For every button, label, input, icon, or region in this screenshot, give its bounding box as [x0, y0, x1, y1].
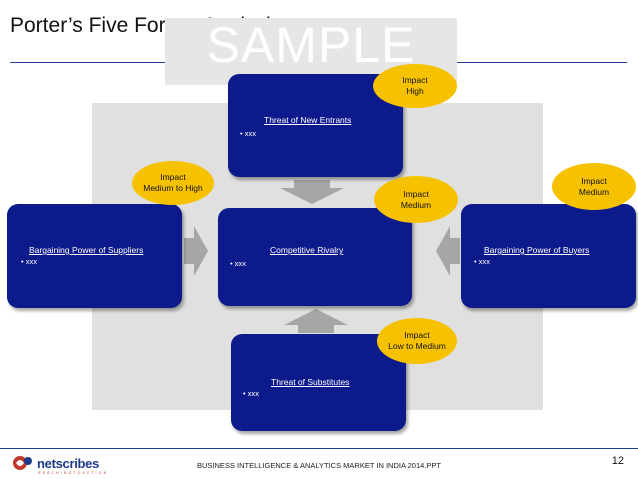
footer-rule — [0, 448, 638, 449]
force-box-buyers: Bargaining Power of Buyers • xxx — [461, 204, 636, 308]
impact-label: Impact — [581, 175, 607, 186]
force-bullet: • xxx — [474, 257, 490, 266]
force-bullet: • xxx — [230, 259, 246, 268]
impact-label: Impact — [404, 330, 430, 340]
netscribes-logo-icon — [13, 456, 32, 470]
watermark-text: SAMPLE — [206, 17, 416, 73]
arrow-right-icon — [184, 226, 208, 276]
impact-value: Medium to High — [143, 183, 203, 193]
impact-bubble-suppliers: Impact Medium to High — [132, 161, 214, 205]
impact-bubble-new-entrants: Impact High — [373, 64, 457, 108]
impact-bubble-substitutes: Impact Low to Medium — [377, 318, 457, 364]
force-title: Competitive Rivalry — [270, 245, 344, 255]
impact-value: Low to Medium — [388, 341, 446, 351]
page-number: 12 — [611, 455, 624, 467]
impact-bubble-buyers: Impact Medium — [552, 163, 636, 210]
force-bullet: • xxx — [240, 129, 256, 138]
force-title: Threat of Substitutes — [271, 377, 350, 387]
logo-tagline: R E A C H I N G T O A C T I O N — [38, 471, 107, 475]
impact-label: Impact — [160, 172, 186, 182]
footer-text: BUSINESS INTELLIGENCE & ANALYTICS MARKET… — [197, 461, 441, 470]
title-rule-right — [457, 62, 627, 63]
impact-label: Impact — [402, 75, 428, 85]
force-box-rivalry: Competitive Rivalry • xxx — [218, 208, 412, 306]
impact-value: High — [406, 86, 424, 96]
arrow-up-icon — [284, 309, 348, 333]
title-rule-left — [10, 62, 165, 63]
impact-value: Medium — [578, 186, 610, 197]
arrow-down-icon — [280, 180, 344, 204]
logo-wordmark: netscribes — [37, 455, 100, 471]
netscribes-logo: netscribes R E A C H I N G T O A C T I O… — [12, 455, 106, 475]
force-bullet: • xxx — [21, 257, 37, 266]
force-title: Bargaining Power of Suppliers — [29, 245, 144, 255]
force-title: Threat of New Entrants — [264, 115, 352, 125]
arrow-left-icon — [436, 226, 460, 276]
force-title: Bargaining Power of Buyers — [484, 245, 590, 255]
impact-label: Impact — [403, 188, 429, 199]
force-box-suppliers: Bargaining Power of Suppliers • xxx — [7, 204, 182, 308]
impact-value: Medium — [400, 199, 432, 210]
force-bullet: • xxx — [243, 389, 259, 398]
impact-bubble-rivalry: Impact Medium — [374, 176, 458, 223]
force-box-substitutes: Threat of Substitutes • xxx — [231, 334, 406, 431]
